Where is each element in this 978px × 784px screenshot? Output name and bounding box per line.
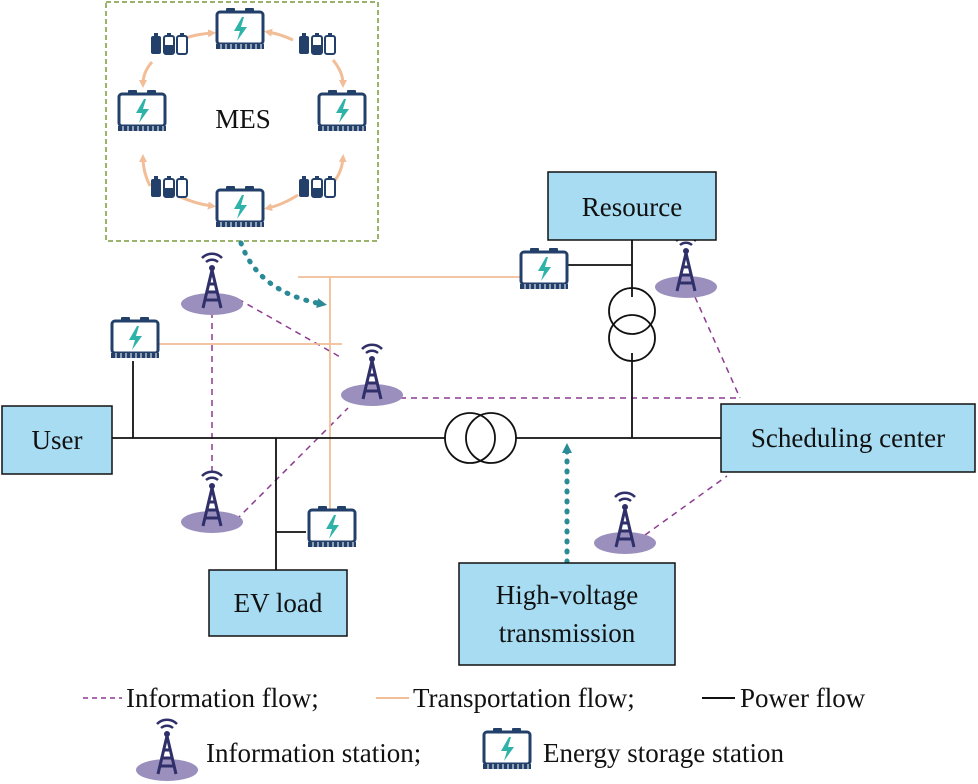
info-station-icon-b bbox=[339, 343, 405, 408]
ev-load-node bbox=[208, 569, 348, 637]
legend-transport-flow-label: Transportation flow; bbox=[413, 683, 635, 713]
user-storage-icon bbox=[109, 315, 161, 360]
transformer-horizontal-left bbox=[444, 412, 496, 464]
scheduling-center-node bbox=[720, 403, 976, 473]
mes-storage-icon-bottom bbox=[214, 184, 266, 229]
legend-storage-station-label: Energy storage station bbox=[543, 738, 784, 768]
mes-cells-icon-tl bbox=[150, 32, 188, 55]
high-voltage-label-line1: High-voltage bbox=[496, 580, 638, 610]
power-flow-lines bbox=[112, 240, 721, 570]
mes-storage-icon-left bbox=[116, 88, 168, 133]
resource-label: Resource bbox=[582, 192, 682, 222]
mes-dispatch-arrow bbox=[238, 240, 327, 308]
user-label: User bbox=[32, 425, 83, 455]
ev-load-label: EV load bbox=[234, 588, 323, 618]
legend-info-station-label: Information station; bbox=[206, 738, 421, 768]
info-station-icon-c bbox=[653, 235, 719, 300]
high-voltage-label-line2: transmission bbox=[499, 618, 636, 648]
legend: Information flow; Transportation flow; P… bbox=[83, 683, 866, 783]
legend-info-flow-label: Information flow; bbox=[126, 683, 319, 713]
mes-cells-icon-br bbox=[298, 175, 336, 198]
legend-tower-icon bbox=[134, 718, 200, 783]
info-station-icon-e bbox=[592, 491, 658, 556]
resource-node bbox=[547, 171, 717, 241]
ev-storage-icon bbox=[306, 504, 358, 549]
legend-power-flow-label: Power flow bbox=[740, 683, 866, 713]
info-station-icon-d bbox=[179, 470, 245, 535]
user-node bbox=[1, 405, 113, 475]
mes-storage-icon-right bbox=[316, 88, 368, 133]
mes-storage-icon-top bbox=[214, 6, 266, 51]
legend-storage-icon bbox=[481, 726, 533, 771]
high-voltage-transmission-node bbox=[458, 562, 676, 666]
scheduling-center-label: Scheduling center bbox=[751, 423, 945, 453]
transportation-flow-lines bbox=[158, 276, 522, 530]
info-station-icon-a bbox=[179, 252, 245, 317]
mes-group-border bbox=[105, 1, 379, 242]
transformer-horizontal-right bbox=[465, 412, 517, 464]
mes-cells-icon-bl bbox=[150, 175, 188, 198]
mes-cells-icon-tr bbox=[298, 32, 336, 55]
information-flow-lines bbox=[211, 296, 741, 536]
resource-storage-icon bbox=[518, 246, 570, 291]
mes-label: MES bbox=[215, 104, 271, 134]
